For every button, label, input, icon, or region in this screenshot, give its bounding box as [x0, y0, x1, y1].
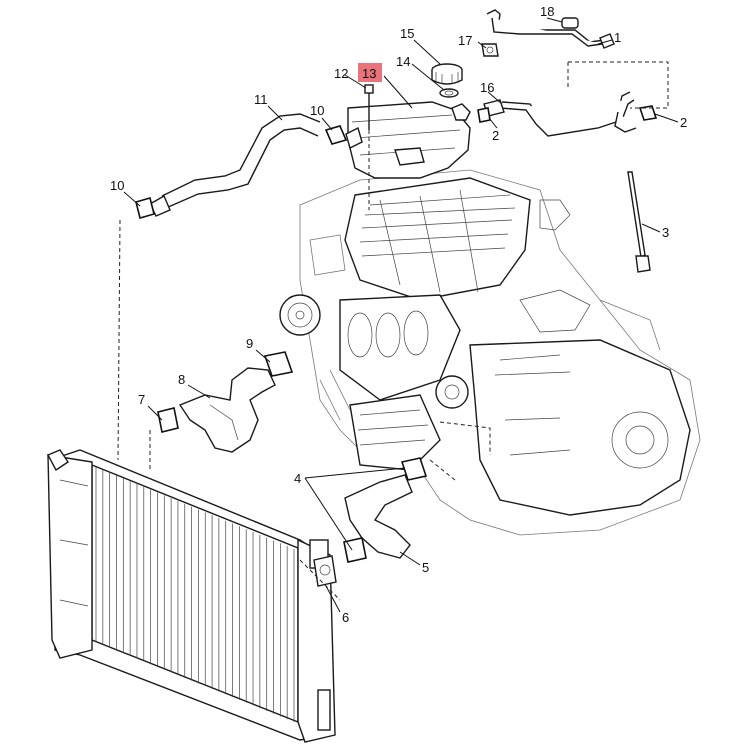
callout-4: 4 [294, 471, 301, 486]
surge-tank-bolt [364, 84, 374, 130]
heater-outlet-hose [483, 91, 637, 137]
hose-clamp-2b [638, 105, 658, 121]
callout-10b: 10 [310, 103, 324, 118]
callout-7: 7 [138, 392, 145, 407]
callout-12: 12 [334, 66, 348, 81]
callout-leader-lines [123, 17, 679, 613]
cap-seal-ring-inner [444, 90, 454, 96]
callout-labels: 1 2 2 3 4 5 6 7 8 9 10 10 11 12 13 14 15… [110, 4, 687, 625]
vent-hose-assembly [486, 9, 615, 49]
callout-11: 11 [254, 92, 268, 107]
callout-2a: 2 [492, 128, 499, 143]
surge-tank-cap [431, 63, 463, 85]
hose-clamp-10b [324, 125, 348, 145]
hose-clamp-10a [135, 197, 155, 219]
radiator-inlet-hose [149, 113, 321, 217]
callout-18: 18 [540, 4, 554, 19]
hose-clamp-4b [343, 537, 367, 563]
engine-block-illustration [279, 169, 701, 536]
wire-harness-clip [627, 171, 651, 273]
callout-5: 5 [422, 560, 429, 575]
radiator-core [47, 449, 336, 743]
callout-1: 1 [614, 30, 621, 45]
hose-connector-18 [561, 17, 579, 29]
hose-clamp-4a [400, 457, 428, 481]
callout-2b: 2 [680, 115, 687, 130]
assembly-guide-lines [117, 61, 669, 601]
hose-clamp-2a [477, 107, 491, 123]
surge-tank-outlet-stub [345, 126, 363, 150]
cap-seal-ring [439, 88, 459, 98]
callout-17: 17 [458, 33, 472, 48]
callout-13: 13 [362, 66, 376, 81]
callout-9: 9 [246, 336, 253, 351]
callout-16: 16 [480, 80, 494, 95]
callout-6: 6 [342, 610, 349, 625]
callout-13-highlight [358, 63, 382, 82]
callout-8: 8 [178, 372, 185, 387]
callout-14: 14 [396, 54, 410, 69]
hose-connector-17 [481, 43, 499, 57]
radiator-outlet-hose [178, 367, 276, 453]
callout-15: 15 [400, 26, 414, 41]
hose-clamp-9 [263, 351, 294, 377]
callout-3: 3 [662, 225, 669, 240]
coolant-surge-tank [347, 101, 471, 179]
hose-clamp-7 [157, 407, 179, 433]
callout-10a: 10 [110, 178, 124, 193]
radiator-drain-fitting [313, 555, 337, 587]
